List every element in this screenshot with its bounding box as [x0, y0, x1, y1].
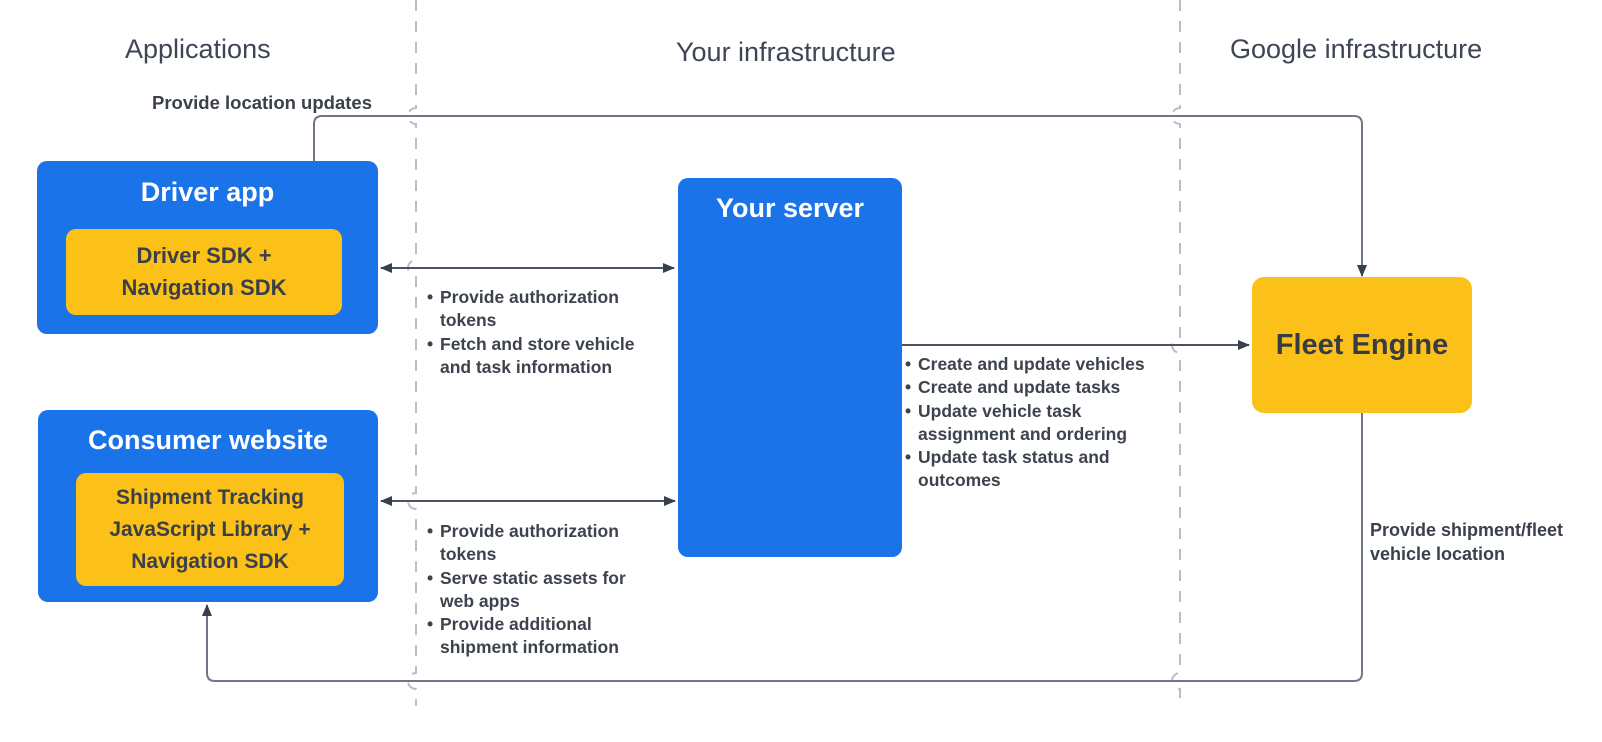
- your-server-title: Your server: [715, 193, 865, 223]
- node-shipment-tracking-library: Shipment Tracking JavaScript Library + N…: [76, 473, 344, 586]
- label-provide-location-updates: Provide location updates: [152, 92, 372, 113]
- label-provide-shipment-fleet-location: Provide shipment/fleet vehicle location: [1370, 520, 1564, 564]
- list-item: Serve static assets for web apps: [427, 567, 639, 614]
- driver-app-title: Driver app: [140, 177, 275, 207]
- node-your-server: Your server: [678, 178, 902, 557]
- list-item: Provide authorization tokens: [427, 286, 657, 333]
- list-item: Provide additional shipment information: [427, 613, 639, 660]
- fleet-engine-title: Fleet Engine: [1275, 328, 1449, 361]
- lane-divider-right: [1171, 0, 1181, 706]
- node-consumer-website: Consumer website Shipment Tracking JavaS…: [38, 410, 378, 602]
- consumer-website-title: Consumer website: [87, 425, 329, 455]
- list-server-fleet-responsibilities: Create and update vehicles Create and up…: [905, 353, 1163, 493]
- node-driver-app: Driver app Driver SDK + Navigation SDK: [37, 161, 378, 334]
- node-driver-sdk: Driver SDK + Navigation SDK: [66, 229, 342, 315]
- list-item: Update task status and outcomes: [905, 446, 1163, 493]
- list-item: Provide authorization tokens: [427, 520, 639, 567]
- list-item: Update vehicle task assignment and order…: [905, 400, 1163, 447]
- list-consumer-server-responsibilities: Provide authorization tokens Serve stati…: [427, 520, 639, 660]
- lane-divider-left: [407, 0, 417, 706]
- node-fleet-engine: Fleet Engine: [1252, 277, 1472, 413]
- driver-sdk-label: Driver SDK + Navigation SDK: [121, 243, 287, 300]
- list-driver-server-responsibilities: Provide authorization tokens Fetch and s…: [427, 286, 657, 379]
- list-item: Fetch and store vehicle and task informa…: [427, 333, 657, 380]
- shipment-tracking-library-label: Shipment Tracking JavaScript Library + N…: [109, 485, 311, 573]
- column-heading-your-infrastructure: Your infrastructure: [676, 37, 896, 67]
- column-heading-applications: Applications: [125, 34, 271, 64]
- list-item: Create and update tasks: [905, 376, 1163, 400]
- column-heading-google-infrastructure: Google infrastructure: [1230, 34, 1483, 64]
- list-item: Create and update vehicles: [905, 353, 1163, 377]
